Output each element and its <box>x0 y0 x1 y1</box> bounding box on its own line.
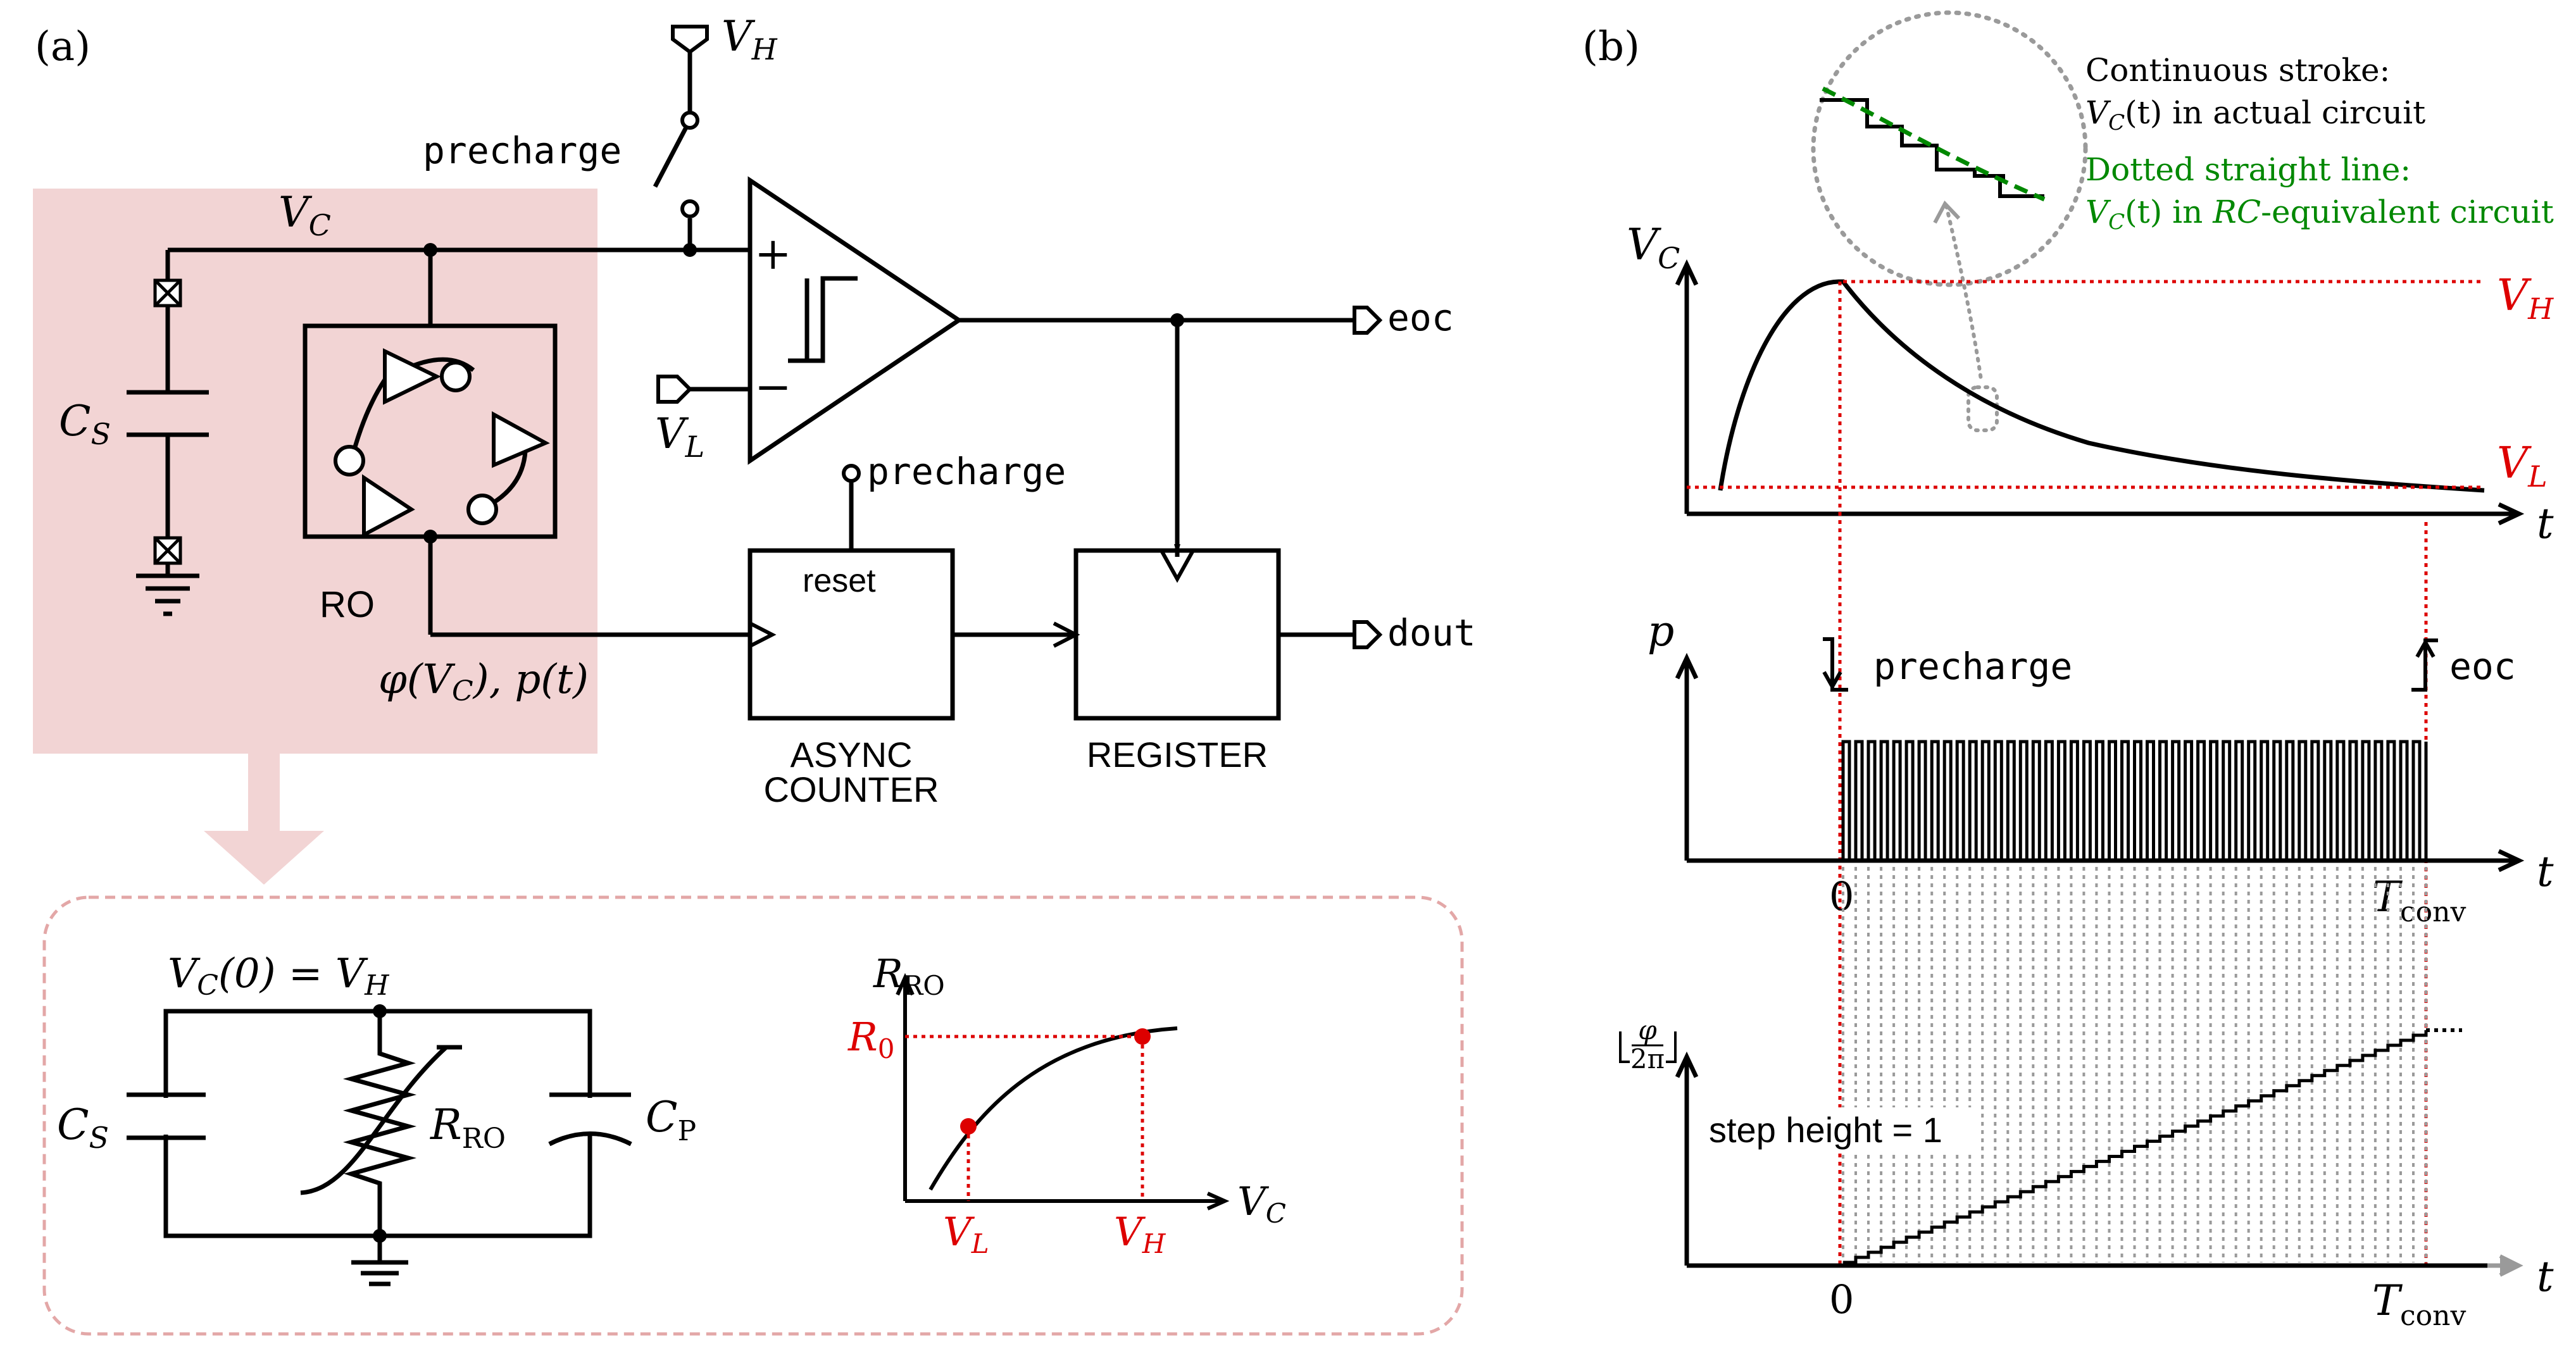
plot2-precharge-marker <box>1822 637 1848 692</box>
plot2-ylabel: p <box>1648 607 1674 656</box>
inset-graph-xlabel: VC <box>1237 1178 1286 1229</box>
plot1-xlabel: t <box>2537 499 2554 548</box>
vh-pin <box>671 25 709 54</box>
legend-line3: Dotted straight line: <box>2085 151 2411 188</box>
inset-border <box>42 895 1464 1336</box>
plot3-tconv: Tconv <box>2372 1276 2467 1332</box>
plot3-axes <box>1675 1051 2487 1268</box>
plot1-axes <box>1675 259 2525 526</box>
plot2-precharge-label: precharge <box>1873 645 2072 688</box>
plot2-xlabel: t <box>2537 847 2554 896</box>
cs-label: CS <box>59 397 111 451</box>
plot2-tconv: Tconv <box>2372 873 2467 928</box>
inset: VC(0) = VH CS RRO CP RRO R0 <box>42 895 1464 1336</box>
ro-highlight-region <box>33 189 597 754</box>
register-name: REGISTER <box>1087 735 1268 775</box>
inset-r0-label: R0 <box>847 1014 894 1064</box>
eoc-pin <box>1353 306 1383 335</box>
plot3-xlabel: t <box>2537 1252 2554 1301</box>
eoc-output-label: eoc <box>1387 296 1454 339</box>
plot1-threshold-lines <box>1687 280 2484 489</box>
inset-cs-label: CS <box>57 1100 109 1155</box>
inset-graph-ylabel: RRO <box>873 950 945 1001</box>
ro-label: RO <box>320 584 375 625</box>
plot2-eoc-marker <box>2411 638 2438 692</box>
cs-capacitor <box>127 390 209 437</box>
comparator-plus: + <box>754 228 792 280</box>
plot3-ylabel: φ 2π <box>1619 1014 1677 1074</box>
inset-pointer-arrow <box>204 754 324 885</box>
vl-label: VL <box>655 409 704 464</box>
terminal-crossbox-top <box>153 278 182 308</box>
plot3-step-label: step height = 1 <box>1709 1110 1942 1150</box>
phase-label: φ(VC), p(t) <box>378 656 589 707</box>
zoom-pointer <box>1933 200 1999 432</box>
panel-b-label: (b) <box>1582 23 1640 70</box>
inset-cp-label: CP <box>646 1093 696 1147</box>
panel-a-label: (a) <box>35 23 91 70</box>
plot1-vl-label: VL <box>2497 439 2548 494</box>
pulse-waveform <box>1687 740 2428 862</box>
legend-line4: VC(t) in RC-equivalent circuit <box>2085 194 2554 235</box>
terminal-crossbox-bottom <box>153 536 182 565</box>
counter-name-line2: COUNTER <box>764 769 939 809</box>
plot1-vh-label: VH <box>2497 271 2554 326</box>
inset-initial-condition: VC(0) = VH <box>168 950 390 1002</box>
ro-inverters <box>334 348 550 538</box>
plot1-ylabel: VC <box>1627 220 1680 275</box>
zoom-circle <box>1811 10 2088 287</box>
svg-text:φ: φ <box>1638 1014 1657 1045</box>
zoom-rc-line <box>1822 86 2046 202</box>
plot3-xaxis-arrow <box>2499 1254 2523 1277</box>
inset-vh-label: VH <box>1114 1209 1166 1259</box>
comparator-minus: − <box>754 361 792 413</box>
plot2-eoc-label: eoc <box>2449 645 2516 688</box>
plot2-zero: 0 <box>1829 873 1854 919</box>
plot2-pulse-train <box>1687 740 2428 862</box>
open-terminals <box>680 111 861 483</box>
inset-point-vh <box>1134 1028 1151 1045</box>
inset-circuit <box>127 1009 632 1286</box>
inset-point-vl <box>960 1118 977 1135</box>
inset-graph-guides <box>905 1035 1144 1201</box>
vl-pin <box>656 375 693 404</box>
staircase-path <box>1843 1030 2428 1264</box>
vc-label: VC <box>278 188 331 242</box>
panel-b: (b) Continuous stroke: VC(t) in actual c… <box>1582 10 2554 1332</box>
legend-line2: VC(t) in actual circuit <box>2085 94 2425 135</box>
inset-graph-axes <box>896 973 1230 1211</box>
counter-name-line1: ASYNC <box>791 735 913 775</box>
svg-text:2π: 2π <box>1630 1043 1665 1074</box>
precharge-reset-label: precharge <box>867 450 1066 493</box>
dout-pin <box>1353 620 1383 649</box>
junction-dots <box>423 243 1184 544</box>
counter-reset-label: reset <box>803 563 876 599</box>
panel-a: (a) <box>33 12 1476 885</box>
plot3-staircase <box>1843 1030 2428 1264</box>
inset-vl-label: VL <box>943 1209 989 1259</box>
vh-label: VH <box>722 12 778 66</box>
plot1-vc-curve <box>1718 279 2485 493</box>
precharge-switch-label: precharge <box>423 129 622 172</box>
legend-line1: Continuous stroke: <box>2085 52 2390 89</box>
plot3-zero: 0 <box>1829 1276 1854 1323</box>
inset-rro-label: RRO <box>430 1100 506 1155</box>
dout-output-label: dout <box>1387 611 1476 654</box>
plot3-step-label-bg <box>1706 1107 1972 1152</box>
